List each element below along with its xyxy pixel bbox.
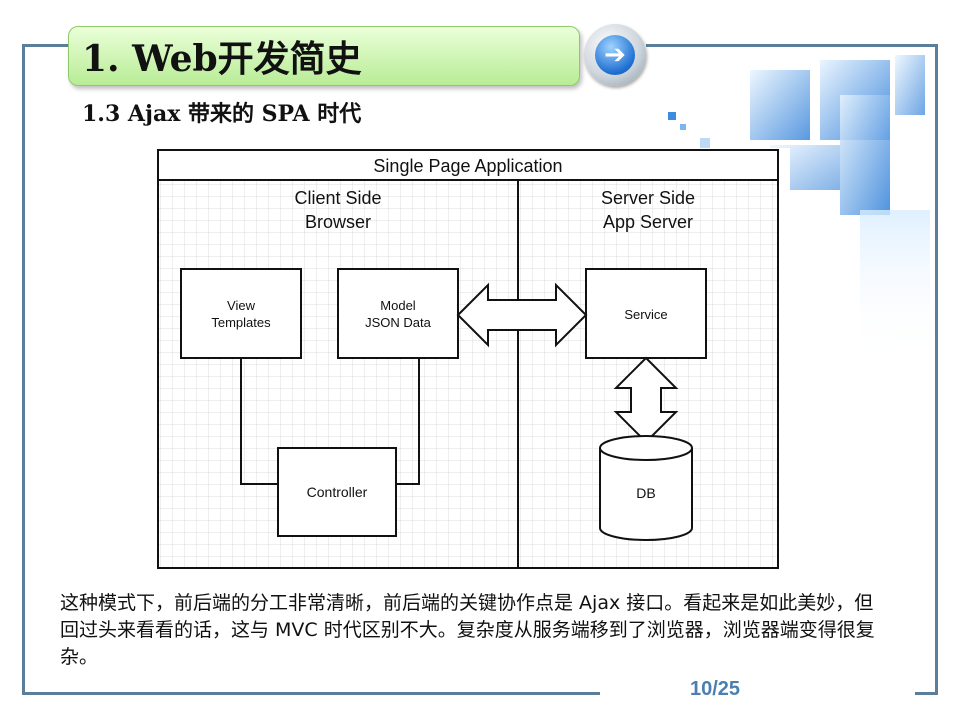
- next-slide-button[interactable]: ➔: [584, 24, 646, 86]
- server-title-line1: Server Side: [601, 188, 695, 208]
- frame-right: [935, 44, 938, 694]
- view-label: View: [227, 298, 256, 313]
- diagram-header: Single Page Application: [373, 156, 562, 176]
- db-cylinder-top: [599, 435, 693, 461]
- db-cylinder: [599, 448, 693, 541]
- page-number: 10/25: [690, 678, 741, 700]
- view-controller-connector: [240, 358, 278, 485]
- right-arrow-icon: ➔: [595, 35, 635, 75]
- server-title-line2: App Server: [603, 212, 693, 232]
- model-label: Model: [380, 298, 416, 313]
- frame-bottom-left: [22, 692, 600, 695]
- slide-title: 1. Web开发简史: [82, 38, 362, 80]
- frame-left: [22, 44, 25, 694]
- frame-top-left: [22, 44, 70, 47]
- json-data-label: JSON Data: [365, 315, 432, 330]
- templates-label: Templates: [211, 315, 271, 330]
- db-label: DB: [636, 485, 655, 501]
- model-service-double-arrow: [456, 282, 588, 348]
- model-controller-connector: [393, 358, 420, 485]
- service-box: [585, 268, 707, 359]
- spa-frame: [157, 149, 779, 569]
- slide-body-text: 这种模式下，前后端的分工非常清晰，前后端的关键协作点是 Ajax 接口。看起来是…: [60, 592, 875, 668]
- frame-bottom-right: [915, 692, 938, 695]
- slide-subtitle: 1.3 Ajax 带来的 SPA 时代: [82, 101, 362, 127]
- frame-top-right: [646, 44, 938, 47]
- controller-box: [277, 447, 397, 537]
- service-label: Service: [624, 307, 667, 322]
- spa-diagram: Single Page Application Client Side Brow…: [148, 148, 790, 576]
- title-banner: [68, 26, 580, 86]
- view-templates-box: [180, 268, 302, 359]
- model-json-box: [337, 268, 459, 359]
- client-title-line2: Browser: [305, 212, 371, 232]
- client-title-line1: Client Side: [294, 188, 381, 208]
- controller-label: Controller: [307, 484, 368, 500]
